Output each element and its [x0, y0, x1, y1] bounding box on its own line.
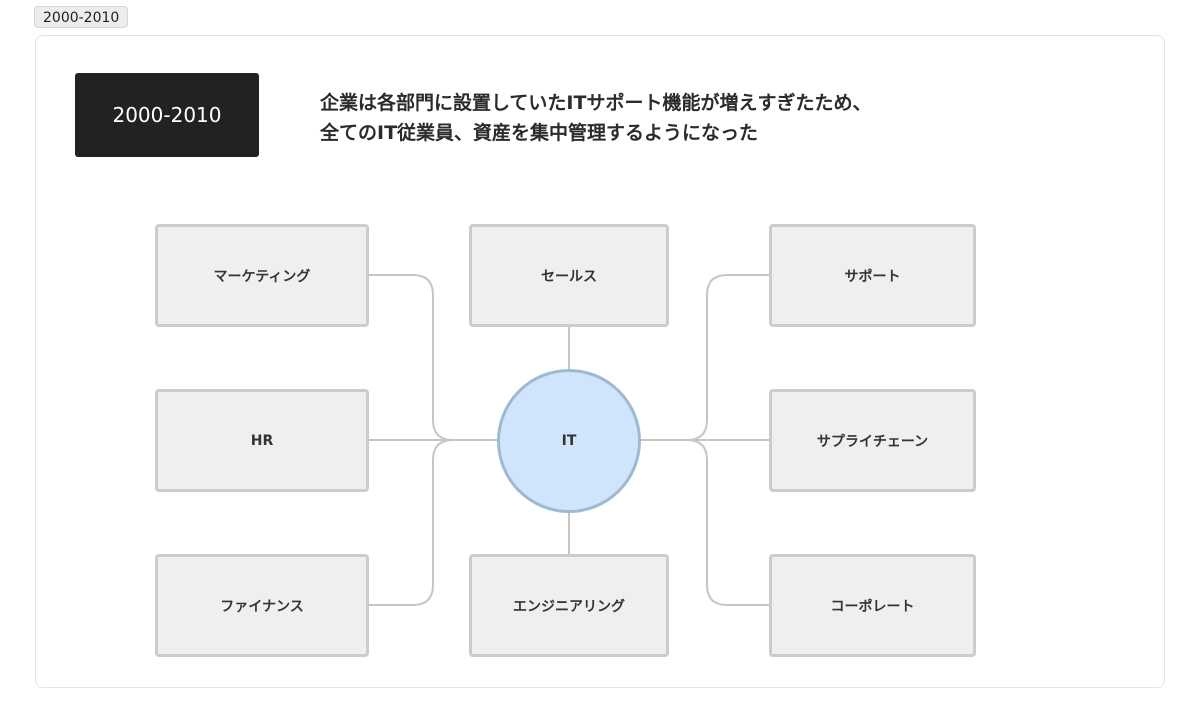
era-title-box: 2000-2010 — [75, 73, 259, 157]
headline: 企業は各部門に設置していたITサポート機能が増えすぎたため、 全てのIT従業員、… — [320, 88, 871, 148]
connector-finance — [369, 439, 454, 606]
hub-it: IT — [497, 369, 641, 513]
node-corporate: コーポレート — [769, 554, 976, 657]
node-hr: HR — [155, 389, 369, 492]
connector-support — [641, 274, 769, 441]
connector-corporate — [686, 439, 769, 606]
headline-line-2: 全てのIT従業員、資産を集中管理するようになった — [320, 122, 759, 144]
headline-line-1: 企業は各部門に設置していたITサポート機能が増えすぎたため、 — [320, 92, 872, 114]
node-finance: ファイナンス — [155, 554, 369, 657]
era-tag: 2000-2010 — [34, 6, 129, 28]
connector-marketing — [369, 274, 497, 441]
node-supply-chain: サプライチェーン — [769, 389, 976, 492]
node-support: サポート — [769, 224, 976, 327]
node-sales: セールス — [469, 224, 669, 327]
node-engineering: エンジニアリング — [469, 554, 669, 657]
node-marketing: マーケティング — [155, 224, 369, 327]
